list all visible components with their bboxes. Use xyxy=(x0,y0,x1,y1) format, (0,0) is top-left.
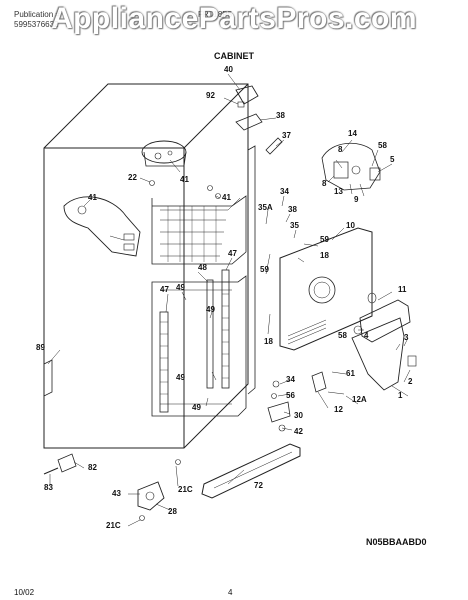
shelf-rail-center xyxy=(206,279,214,389)
callout-41: 41 xyxy=(88,193,97,202)
callout-8: 8 xyxy=(338,145,343,154)
callout-89: 89 xyxy=(36,343,45,352)
callout-42: 42 xyxy=(294,427,303,436)
callout-59: 59 xyxy=(260,265,269,274)
callout-34: 34 xyxy=(286,375,295,384)
hinge-cover xyxy=(235,85,259,105)
callout-49: 49 xyxy=(206,305,215,314)
control-assembly xyxy=(321,142,381,191)
callout-35: 35 xyxy=(290,221,299,230)
model-number: FRT18P5 xyxy=(198,10,233,19)
footer-date: 10/02 xyxy=(14,588,35,597)
hinge-upper xyxy=(235,113,263,131)
callout-37: 37 xyxy=(282,131,291,140)
cabinet-shell xyxy=(43,83,249,449)
bracket-30 xyxy=(267,401,291,423)
callout-28: 28 xyxy=(168,507,177,516)
callout-4: 4 xyxy=(364,331,369,340)
leader-lines xyxy=(47,73,411,527)
callout-43: 43 xyxy=(112,489,121,498)
callout-49: 49 xyxy=(192,403,201,412)
callout-5: 5 xyxy=(390,155,395,164)
publication-number: 5995376632 xyxy=(14,20,59,29)
callout-48: 48 xyxy=(198,263,207,272)
page-title: CABINET xyxy=(214,51,254,61)
callout-58: 58 xyxy=(378,141,387,150)
control-panel xyxy=(279,227,373,351)
leveling-leg xyxy=(57,453,77,473)
callout-8: 8 xyxy=(322,179,327,188)
callout-41: 41 xyxy=(222,193,231,202)
fresh-food-liner xyxy=(151,275,247,417)
callout-56: 56 xyxy=(286,391,295,400)
callout-13: 13 xyxy=(334,187,343,196)
callout-38: 38 xyxy=(288,205,297,214)
callout-72: 72 xyxy=(254,481,263,490)
callout-3: 3 xyxy=(404,333,409,342)
watermark: AppliancePartsPros.com xyxy=(50,2,418,35)
diagram-code: N05BBAABD0 xyxy=(366,537,427,547)
bracket-12 xyxy=(311,371,327,393)
callout-2: 2 xyxy=(408,377,413,386)
callout-21c: 21C xyxy=(106,521,121,530)
callout-47: 47 xyxy=(228,249,237,258)
callout-11: 11 xyxy=(398,285,407,294)
callout-21c: 21C xyxy=(178,485,193,494)
callout-14: 14 xyxy=(348,129,357,138)
callout-49: 49 xyxy=(176,283,185,292)
callout-1: 1 xyxy=(398,391,403,400)
callout-61: 61 xyxy=(346,369,355,378)
hinge-pin xyxy=(265,137,283,155)
callout-82: 82 xyxy=(88,463,97,472)
callout-41: 41 xyxy=(180,175,189,184)
callout-47: 47 xyxy=(160,285,169,294)
callout-22: 22 xyxy=(128,173,137,182)
callout-35a: 35A xyxy=(258,203,273,212)
footer-page: 4 xyxy=(228,588,233,597)
callout-34: 34 xyxy=(280,187,289,196)
leveling-screw xyxy=(43,467,59,475)
callout-40: 40 xyxy=(224,65,233,74)
callout-58: 58 xyxy=(338,331,347,340)
callout-30: 30 xyxy=(294,411,303,420)
callout-83: 83 xyxy=(44,483,53,492)
callout-18: 18 xyxy=(264,337,273,346)
callout-49: 49 xyxy=(176,373,185,382)
duct-housing xyxy=(351,317,405,391)
callout-92: 92 xyxy=(206,91,215,100)
toe-grille xyxy=(201,443,301,499)
callout-12: 12 xyxy=(334,405,343,414)
callout-38: 38 xyxy=(276,111,285,120)
damper xyxy=(359,299,411,343)
publication-label: Publication # xyxy=(14,10,60,19)
callout-12a: 12A xyxy=(352,395,367,404)
shelf-rail-left xyxy=(159,311,169,413)
shelf-rail-right xyxy=(221,269,230,389)
callout-9: 9 xyxy=(354,195,359,204)
left-hinge xyxy=(63,196,141,257)
callout-18: 18 xyxy=(320,251,329,260)
callout-10: 10 xyxy=(346,221,355,230)
side-cover xyxy=(43,359,53,397)
top-hinge-bracket xyxy=(141,140,187,164)
roller-assembly xyxy=(137,481,165,511)
callout-59: 59 xyxy=(320,235,329,244)
